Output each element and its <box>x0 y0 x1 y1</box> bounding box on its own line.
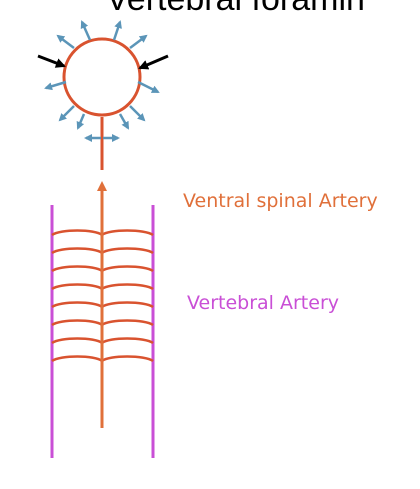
outflow-arrow-icon <box>44 80 67 91</box>
ventral-spinal-artery-label: Ventral spinal Artery <box>183 190 378 212</box>
diagram-title: Vertebral foramin <box>106 0 365 19</box>
outflow-arrow-icon <box>129 105 146 122</box>
vertebral-artery-label: Vertebral Artery <box>187 292 339 314</box>
compression-arrow-icon <box>37 54 66 68</box>
vessel-ring <box>62 37 142 117</box>
outflow-arrows <box>44 20 160 142</box>
compression-arrow-icon <box>138 54 169 70</box>
outflow-arrow-icon <box>80 20 92 41</box>
outflow-arrow-icon <box>118 113 130 130</box>
outflow-arrow-icon <box>112 20 122 41</box>
outflow-arrow-icon <box>129 34 148 49</box>
outflow-arrow-icon <box>58 105 75 122</box>
outflow-arrow-icon <box>76 113 86 130</box>
outflow-arrow-icon <box>56 34 75 49</box>
outflow-arrow-icon <box>137 80 160 94</box>
